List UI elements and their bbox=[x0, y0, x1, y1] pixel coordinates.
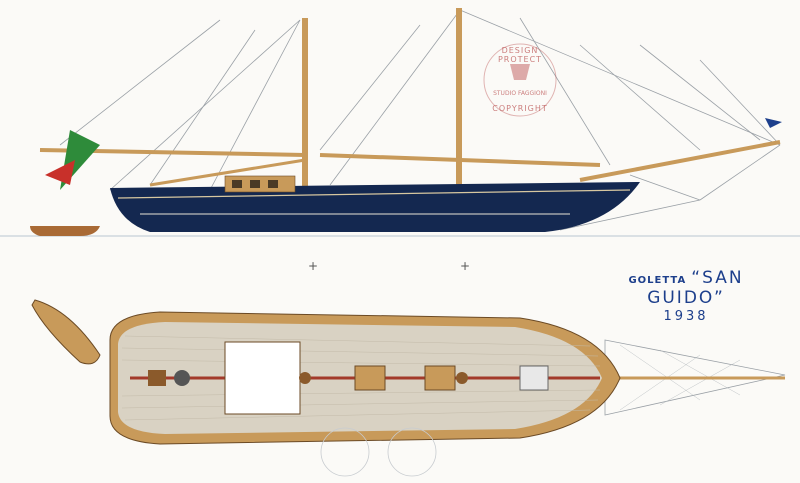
pennant bbox=[765, 118, 782, 128]
wheel bbox=[174, 370, 190, 386]
stamp-text: COPYRIGHT bbox=[492, 104, 548, 113]
dinghy-plan bbox=[31, 299, 101, 365]
plan-view bbox=[31, 299, 786, 477]
porthole bbox=[232, 180, 242, 188]
deckhouse-plan bbox=[224, 341, 301, 415]
sweep-circle bbox=[387, 427, 437, 477]
flag-red bbox=[45, 160, 75, 185]
stamp-emblem bbox=[483, 43, 557, 117]
title-block: GOLETTA “SAN GUIDO” 1938 bbox=[586, 268, 786, 324]
fore-mast bbox=[456, 8, 462, 193]
windlass bbox=[519, 365, 549, 391]
marker: + bbox=[308, 259, 318, 273]
bowsprit bbox=[579, 140, 781, 182]
net-mesh bbox=[619, 344, 741, 411]
rigging bbox=[59, 9, 781, 231]
title-year: 1938 bbox=[663, 309, 709, 324]
main-mast bbox=[302, 18, 308, 193]
porthole bbox=[250, 180, 260, 188]
dinghy bbox=[30, 226, 100, 236]
mast-step bbox=[299, 372, 311, 384]
marker: + bbox=[460, 259, 470, 273]
hatch bbox=[424, 365, 456, 391]
title-prefix: GOLETTA bbox=[628, 275, 687, 286]
stamp-text: DESIGN PROTECT bbox=[497, 46, 543, 64]
gaff bbox=[149, 158, 306, 187]
hatch bbox=[148, 370, 166, 386]
title-name: “SAN GUIDO” bbox=[647, 268, 744, 308]
porthole bbox=[268, 180, 278, 188]
copyright-stamp: DESIGN PROTECT STUDIO FAGGIONI COPYRIGHT bbox=[480, 40, 560, 120]
mast-step bbox=[456, 372, 468, 384]
deck-planks bbox=[121, 335, 601, 421]
sweep-circle bbox=[320, 427, 370, 477]
sheer-line bbox=[117, 189, 631, 199]
hatch bbox=[354, 365, 386, 391]
fore-boom bbox=[319, 153, 601, 167]
side-view: + + bbox=[30, 8, 782, 273]
stamp-text: STUDIO FAGGIONI bbox=[493, 90, 547, 97]
title-name-text: SAN GUIDO bbox=[647, 268, 744, 308]
hull bbox=[110, 182, 640, 232]
